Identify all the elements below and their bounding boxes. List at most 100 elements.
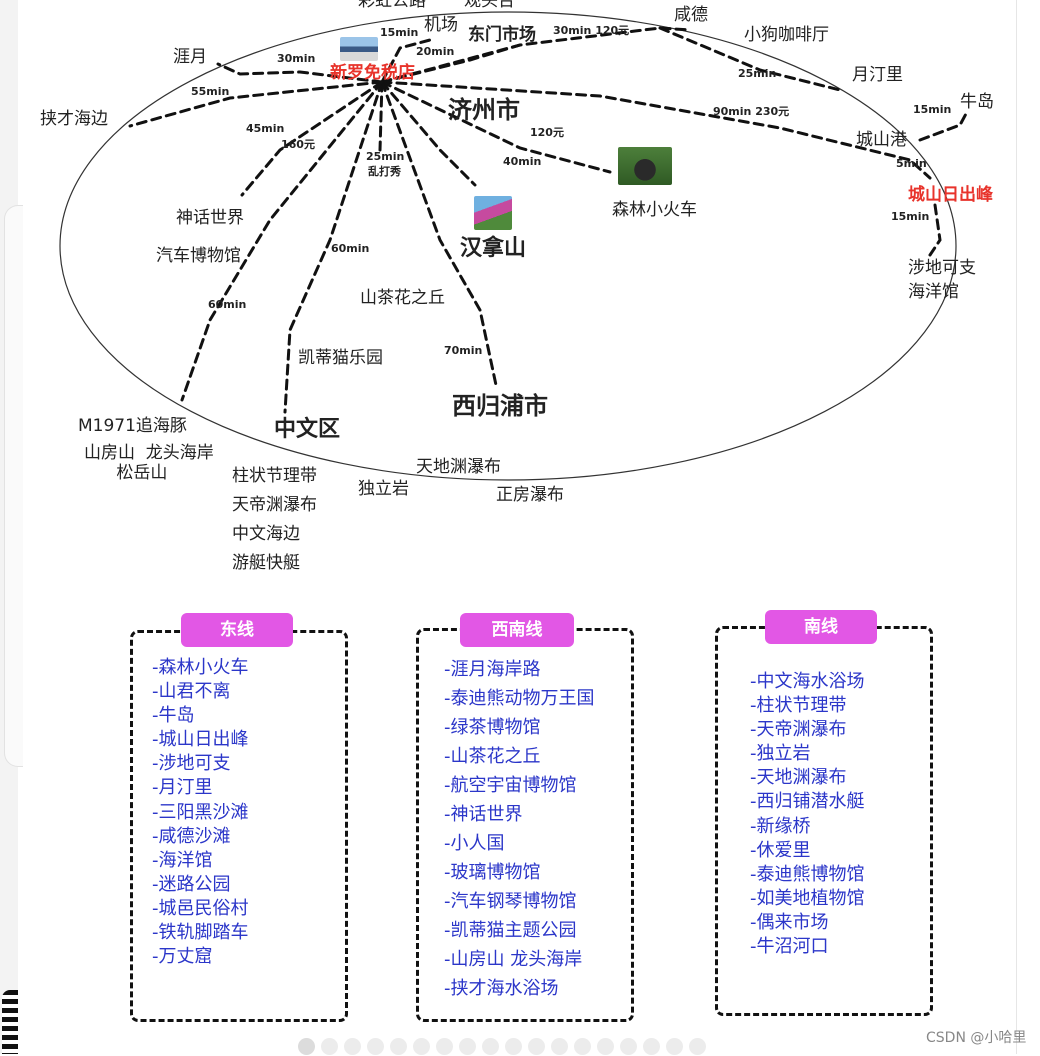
southwest-route-list: -涯月海岸路-泰迪熊动物万王国-绿茶博物馆-山茶花之丘-航空宇宙博物馆-神话世界… <box>444 655 595 1003</box>
route-item: -如美地植物馆 <box>750 887 865 909</box>
label-airport: 机场 <box>424 15 458 35</box>
route-item: -迷路公园 <box>152 873 231 895</box>
carousel-dot[interactable] <box>597 1037 614 1055</box>
label-jungmun-sights: 柱状节理带 天帝渊瀑布 中文海边 游艇快艇 <box>232 466 317 573</box>
label-camellia: 山茶花之丘 <box>360 288 445 308</box>
label-rainbow-road: 彩虹公路 <box>358 0 426 11</box>
carousel-dot[interactable] <box>390 1037 407 1055</box>
label-oedolgae: 独立岩 <box>358 479 409 499</box>
route-item: -绿茶博物馆 <box>444 717 541 738</box>
label-hallasan: 汉拿山 <box>460 236 527 261</box>
carousel-dot[interactable] <box>528 1037 545 1055</box>
time-forest: 40min <box>503 155 542 168</box>
label-yayue: 涯月 <box>173 47 207 67</box>
east-route-title: 东线 <box>181 613 293 647</box>
route-item: -玻璃博物馆 <box>444 862 541 883</box>
route-line-seogwipo <box>380 80 498 387</box>
route-line-xiecai <box>128 80 384 128</box>
label-kitty-park: 凯蒂猫乐园 <box>298 348 383 368</box>
route-item: -柱状节理带 <box>750 695 847 717</box>
route-line-hallasan <box>380 80 477 187</box>
route-item: -牛岛 <box>152 705 195 727</box>
carousel-dot[interactable] <box>551 1037 568 1055</box>
label-hub: 新罗免税店 <box>330 63 415 83</box>
carousel-dot[interactable] <box>643 1037 660 1055</box>
route-item: -航空宇宙博物馆 <box>444 775 577 796</box>
route-line-forest <box>380 80 612 174</box>
route-line-chengshan <box>380 80 932 180</box>
time-dolphin: 60min <box>208 298 247 311</box>
label-jungmun: 中文区 <box>274 417 341 442</box>
time-seogwipo: 70min <box>444 344 483 357</box>
carousel-dot[interactable] <box>505 1037 522 1055</box>
label-car-museum: 汽车博物馆 <box>156 246 241 266</box>
route-item: -天帝渊瀑布 <box>750 719 847 741</box>
route-item: -万丈窟 <box>152 946 213 968</box>
carousel-dot[interactable] <box>413 1037 430 1055</box>
route-item: -山君不离 <box>152 681 231 703</box>
forest-train-photo <box>618 147 672 185</box>
route-item: -汽车钢琴博物馆 <box>444 891 577 912</box>
time-east-price: 30min 120元 <box>553 24 630 37</box>
label-xiecai: 挟才海边 <box>40 109 108 129</box>
price-120: 120元 <box>530 126 564 139</box>
label-xiande: 咸德 <box>674 5 708 25</box>
carousel-dot[interactable] <box>574 1037 591 1055</box>
route-item: -小人国 <box>444 833 505 854</box>
label-niudao: 牛岛 <box>960 92 994 112</box>
carousel-dot[interactable] <box>298 1037 315 1055</box>
time-niudao: 15min <box>913 103 952 116</box>
south-route-list: -中文海水浴场-柱状节理带-天帝渊瀑布-独立岩-天地渊瀑布-西归铺潜水艇-新缘桥… <box>750 670 865 959</box>
carousel-dot[interactable] <box>321 1037 338 1055</box>
route-item: -挟才海水浴场 <box>444 978 559 999</box>
carousel-dot[interactable] <box>620 1037 637 1055</box>
label-chengshan-port: 城山港 <box>856 130 907 150</box>
route-item: -城邑民俗村 <box>152 897 249 919</box>
time-yueting: 25min <box>738 67 777 80</box>
route-item: -独立岩 <box>750 743 811 765</box>
label-sunrise-peak: 城山日出峰 <box>908 185 993 205</box>
carousel-dot[interactable] <box>689 1037 706 1055</box>
label-jeju-city: 济州市 <box>448 96 520 124</box>
route-item: -偶来市场 <box>750 911 829 933</box>
label-cheonjiyeon: 天地渊瀑布 <box>416 457 501 477</box>
carousel-dot[interactable] <box>482 1037 499 1055</box>
carousel-pagination[interactable] <box>298 1036 738 1056</box>
route-item: -三阳黑沙滩 <box>152 801 249 823</box>
route-item: -神话世界 <box>444 804 523 825</box>
route-item: -森林小火车 <box>152 657 249 678</box>
route-item: -牛沼河口 <box>750 936 829 958</box>
label-east-gate: 东门市场 <box>468 25 536 45</box>
route-item: -月汀里 <box>152 777 213 799</box>
route-line-dolphin <box>180 80 384 402</box>
label-forest-train: 森林小火车 <box>612 200 697 220</box>
time-5: 5min <box>896 157 927 170</box>
duty-free-store-photo <box>340 37 378 61</box>
carousel-dot[interactable] <box>436 1037 453 1055</box>
label-observatory: 观头台 <box>464 0 515 11</box>
route-item: -泰迪熊动物万王国 <box>444 688 595 709</box>
route-item: -凯蒂猫主题公园 <box>444 920 577 941</box>
label-puppy-cafe: 小狗咖啡厅 <box>744 25 829 45</box>
label-nanta-show: 乱打秀 <box>368 165 401 178</box>
carousel-dot[interactable] <box>344 1037 361 1055</box>
route-line-niudao <box>918 108 970 142</box>
carousel-dot[interactable] <box>367 1037 384 1055</box>
route-item: -海洋馆 <box>152 849 213 871</box>
route-item: -天地渊瀑布 <box>750 767 847 789</box>
route-item: -铁轨脚踏车 <box>152 922 249 944</box>
jeju-route-map <box>59 11 970 481</box>
left-collapse-handle[interactable] <box>4 205 23 767</box>
left-stripe-graphic <box>2 990 18 1054</box>
time-xiecai: 55min <box>191 85 230 98</box>
label-mythology: 神话世界 <box>176 208 244 228</box>
route-line-seopjikoji <box>928 203 942 257</box>
carousel-dot[interactable] <box>459 1037 476 1055</box>
carousel-dot[interactable] <box>666 1037 683 1055</box>
time-45: 45min <box>246 122 285 135</box>
east-route-list: -森林小火车-山君不离-牛岛-城山日出峰-涉地可支-月汀里-三阳黑沙滩-咸德沙滩… <box>152 656 249 969</box>
route-item: -休爱里 <box>750 839 811 861</box>
label-sanbang: 山房山 龙头海岸 松岳山 <box>84 443 214 484</box>
time-airport: 15min <box>380 26 419 39</box>
label-seopjikoji: 涉地可支 海洋馆 <box>908 258 976 302</box>
